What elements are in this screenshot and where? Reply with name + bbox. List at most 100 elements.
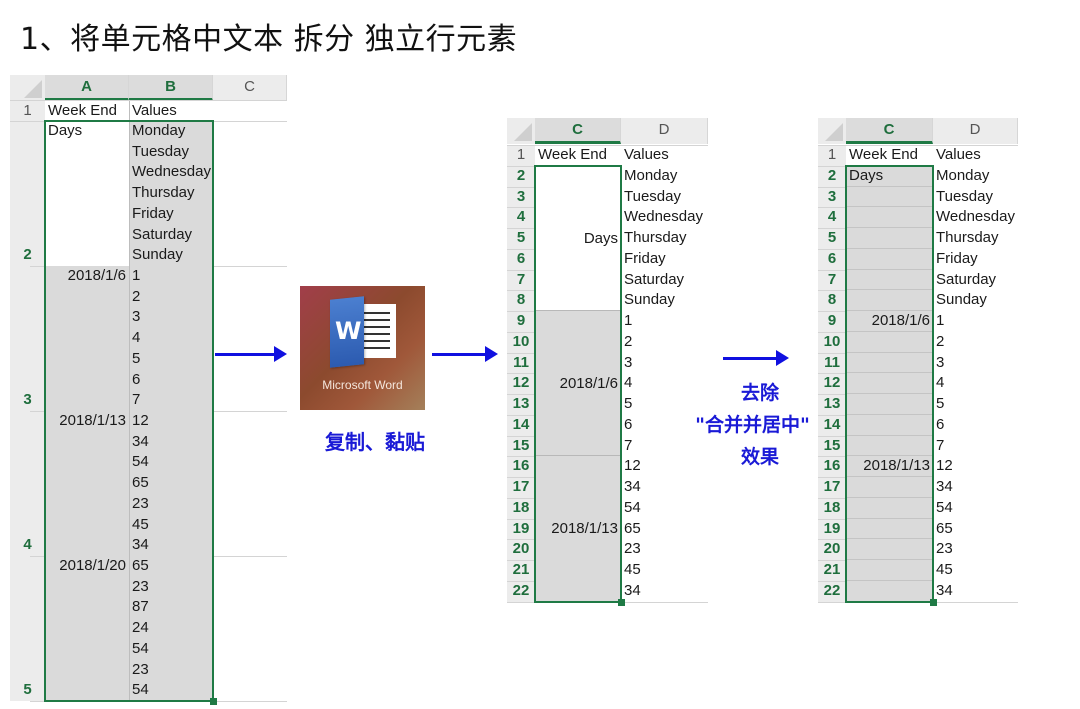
row-header-4[interactable]: 4 [23, 536, 32, 554]
cell-c21[interactable] [846, 560, 933, 581]
cell-b1[interactable]: Values [132, 102, 177, 119]
cell-d4[interactable]: Wednesday [933, 207, 1018, 228]
cell-d16[interactable]: 12 [621, 456, 708, 477]
row-header-3[interactable]: 3 [23, 391, 32, 409]
column-header-c[interactable]: C [535, 118, 621, 144]
row-header-22[interactable]: 22 [512, 581, 530, 599]
row-header-8[interactable]: 8 [516, 291, 526, 309]
cell-c15[interactable] [846, 435, 933, 457]
cell-d10[interactable]: 2 [621, 331, 708, 353]
row-header-5[interactable]: 5 [23, 681, 32, 699]
merged-cell-c9[interactable]: 2018/1/6 [535, 311, 621, 457]
row-header-6[interactable]: 6 [827, 249, 837, 267]
cell-d9[interactable]: 1 [621, 311, 708, 332]
row-header-8[interactable]: 8 [827, 291, 837, 309]
cell-d18[interactable]: 54 [933, 497, 1018, 519]
row-header-1[interactable]: 1 [516, 146, 526, 163]
cell-d6[interactable]: Friday [933, 248, 1018, 270]
cell-d14[interactable]: 6 [621, 414, 708, 436]
cell-d3[interactable]: Tuesday [621, 186, 708, 208]
row-header-20[interactable]: 20 [823, 540, 841, 558]
cell-a2[interactable]: Days [48, 122, 83, 139]
row-header-3[interactable]: 3 [827, 187, 837, 205]
cell-d19[interactable]: 65 [621, 518, 708, 540]
cell-d6[interactable]: Friday [621, 248, 708, 270]
row-header-21[interactable]: 21 [823, 561, 841, 578]
row-header-13[interactable]: 13 [823, 395, 841, 412]
cell-d15[interactable]: 7 [933, 435, 1018, 457]
row-header-7[interactable]: 7 [827, 270, 837, 288]
cell-d13[interactable]: 5 [621, 394, 708, 415]
row-header-9[interactable]: 9 [827, 312, 837, 329]
microsoft-word-app-icon[interactable]: W Microsoft Word [300, 286, 425, 410]
row-header-12[interactable]: 12 [823, 374, 841, 392]
cell-d20[interactable]: 23 [621, 539, 708, 560]
cell-d3[interactable]: Tuesday [933, 186, 1018, 208]
cell-d5[interactable]: Thursday [621, 228, 708, 249]
cell-a1[interactable]: Week End [48, 102, 117, 119]
row-header-5[interactable]: 5 [516, 229, 526, 246]
column-header-d[interactable]: D [621, 118, 708, 144]
cell-c8[interactable] [846, 290, 933, 311]
row-header-2[interactable]: 2 [827, 166, 837, 184]
cell-d16[interactable]: 12 [933, 456, 1018, 477]
cell-d1[interactable]: Values [936, 146, 981, 163]
cell-d22[interactable]: 34 [933, 580, 1018, 602]
row-header-9[interactable]: 9 [516, 312, 526, 329]
cell-d4[interactable]: Wednesday [621, 207, 708, 228]
cell-c3[interactable] [846, 186, 933, 208]
row-header-18[interactable]: 18 [823, 498, 841, 516]
column-header-c[interactable]: C [846, 118, 933, 144]
cell-c4[interactable] [846, 207, 933, 228]
select-all-corner[interactable] [10, 75, 45, 101]
column-header-a[interactable]: A [45, 75, 129, 101]
cell-c18[interactable] [846, 497, 933, 519]
cell-c17[interactable] [846, 477, 933, 498]
cell-d18[interactable]: 54 [621, 497, 708, 519]
cell-d20[interactable]: 23 [933, 539, 1018, 560]
row-header-2[interactable]: 2 [23, 246, 32, 264]
cell-c5[interactable] [846, 228, 933, 249]
cell-c20[interactable] [846, 539, 933, 560]
row-header-15[interactable]: 15 [823, 436, 841, 454]
fill-handle[interactable] [210, 698, 217, 705]
cell-a3[interactable]: 2018/1/6 [45, 266, 129, 411]
row-header-16[interactable]: 16 [512, 457, 530, 475]
row-header-5[interactable]: 5 [827, 229, 837, 246]
cell-c14[interactable] [846, 414, 933, 436]
cell-c19[interactable] [846, 518, 933, 540]
cell-d21[interactable]: 45 [933, 560, 1018, 581]
merged-cell-c2[interactable]: Days [535, 165, 621, 311]
cell-d21[interactable]: 45 [621, 560, 708, 581]
row-header-21[interactable]: 21 [512, 561, 530, 578]
cell-d12[interactable]: 4 [621, 373, 708, 394]
cell-d8[interactable]: Sunday [621, 290, 708, 311]
cell-c7[interactable] [846, 269, 933, 291]
cell-d8[interactable]: Sunday [933, 290, 1018, 311]
column-header-b[interactable]: B [129, 75, 213, 101]
column-header-d[interactable]: D [933, 118, 1018, 144]
cell-c12[interactable] [846, 373, 933, 394]
cell-c9[interactable]: 2018/1/6 [846, 311, 933, 332]
row-header-11[interactable]: 11 [824, 353, 840, 371]
row-header-10[interactable]: 10 [823, 332, 841, 350]
fill-handle[interactable] [930, 598, 937, 606]
cell-d11[interactable]: 3 [621, 352, 708, 374]
row-header-14[interactable]: 14 [512, 415, 530, 433]
cell-c6[interactable] [846, 248, 933, 270]
cell-d9[interactable]: 1 [933, 311, 1018, 332]
fill-handle[interactable] [618, 598, 625, 606]
select-all-corner[interactable] [507, 118, 535, 144]
row-header-17[interactable]: 17 [823, 478, 841, 495]
column-header-c[interactable]: C [213, 75, 287, 101]
row-header-1[interactable]: 1 [23, 102, 32, 119]
row-header-14[interactable]: 14 [823, 415, 841, 433]
row-header-19[interactable]: 19 [823, 519, 841, 537]
row-header-1[interactable]: 1 [827, 146, 837, 163]
row-header-10[interactable]: 10 [512, 332, 530, 350]
row-header-7[interactable]: 7 [516, 270, 526, 288]
cell-c11[interactable] [846, 352, 933, 374]
